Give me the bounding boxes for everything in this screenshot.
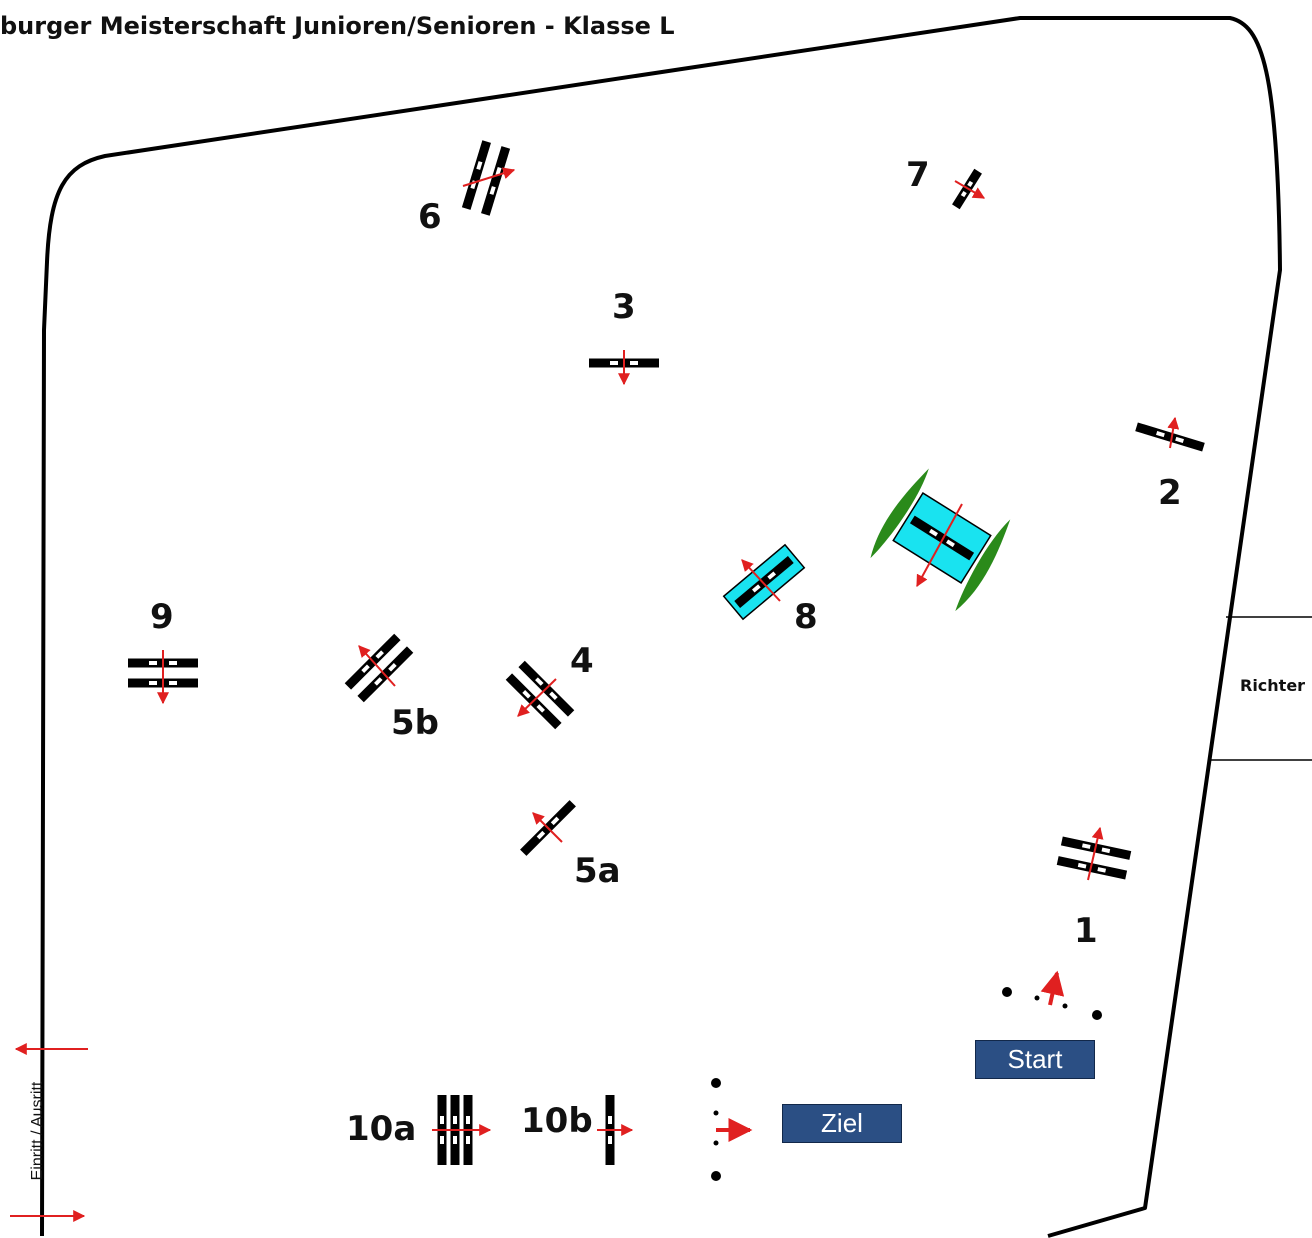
arrow-7 [954, 180, 986, 199]
label-5b: 5b [391, 703, 439, 743]
label-8: 8 [794, 597, 818, 637]
start-line-dot [1062, 1003, 1068, 1009]
label-6: 6 [418, 197, 442, 237]
start-line-dot [1034, 995, 1040, 1001]
water-obstacle-large [870, 468, 1011, 612]
arrow-5b [358, 645, 396, 687]
label-10a: 10a [346, 1109, 417, 1149]
entry-exit-label: Einritt / Ausritt [29, 1081, 46, 1181]
finish-box: Ziel [782, 1104, 902, 1143]
arrow-2 [1167, 416, 1180, 449]
arena-boundary [40, 16, 1282, 1238]
label-4: 4 [570, 641, 594, 681]
start-post-right [1092, 1010, 1102, 1020]
arrow-1 [1087, 826, 1104, 881]
label-2: 2 [1158, 473, 1182, 513]
arrow-water-large [916, 503, 963, 588]
judge-box-label: Richter [1240, 676, 1306, 695]
arrow-4 [517, 678, 557, 717]
label-9: 9 [150, 597, 174, 637]
finish-post-top [711, 1078, 721, 1088]
label-7: 7 [906, 155, 930, 195]
obstacle-8 [722, 543, 806, 621]
finish-post-bottom [711, 1171, 721, 1181]
label-10b: 10b [521, 1101, 593, 1141]
label-3: 3 [612, 287, 636, 327]
label-1: 1 [1074, 911, 1098, 951]
course-title: burger Meisterschaft Junioren/Senioren -… [0, 12, 675, 40]
label-5a: 5a [574, 851, 621, 891]
arrow-5a [532, 812, 563, 843]
start-post-left [1002, 987, 1012, 997]
start-arrow [1040, 970, 1065, 1006]
arrow-6 [462, 167, 516, 187]
start-box: Start [975, 1040, 1095, 1079]
finish-line-dot [713, 1110, 719, 1116]
finish-line-dot [713, 1140, 719, 1146]
arrow-8 [741, 559, 781, 602]
